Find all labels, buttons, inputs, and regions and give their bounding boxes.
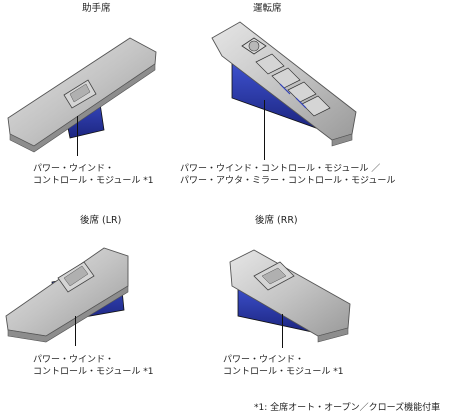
label-driver-module: パワー・ウインド・コントロール・モジュール ／ パワー・アウタ・ミラー・コントロ… bbox=[180, 164, 396, 186]
leader-line-rear-right bbox=[282, 314, 283, 348]
driver-switch-module-art bbox=[211, 21, 357, 147]
label-passenger-module: パワー・ウインド・ コントロール・モジュール *1 bbox=[33, 164, 154, 186]
panel-title-rear-right: 後席 (RR) bbox=[255, 215, 298, 226]
label-rear-right-module: パワー・ウインド・ コントロール・モジュール *1 bbox=[223, 355, 344, 377]
leader-line-rear-left bbox=[75, 316, 76, 346]
leader-line-passenger bbox=[77, 116, 78, 156]
panel-title-passenger: 助手席 bbox=[82, 3, 111, 14]
leader-line-driver bbox=[264, 100, 265, 160]
passenger-switch-module-art bbox=[7, 37, 157, 153]
panel-title-driver: 運転席 bbox=[253, 3, 282, 14]
rear-left-switch-module-art bbox=[5, 247, 129, 343]
label-rear-left-module: パワー・ウインド・ コントロール・モジュール *1 bbox=[33, 355, 154, 377]
panel-title-rear-left: 後席 (LR) bbox=[80, 215, 122, 226]
rear-right-switch-module-art bbox=[229, 249, 351, 343]
footnote: *1: 全席オート・オープン／クローズ機能付車 bbox=[254, 403, 441, 413]
